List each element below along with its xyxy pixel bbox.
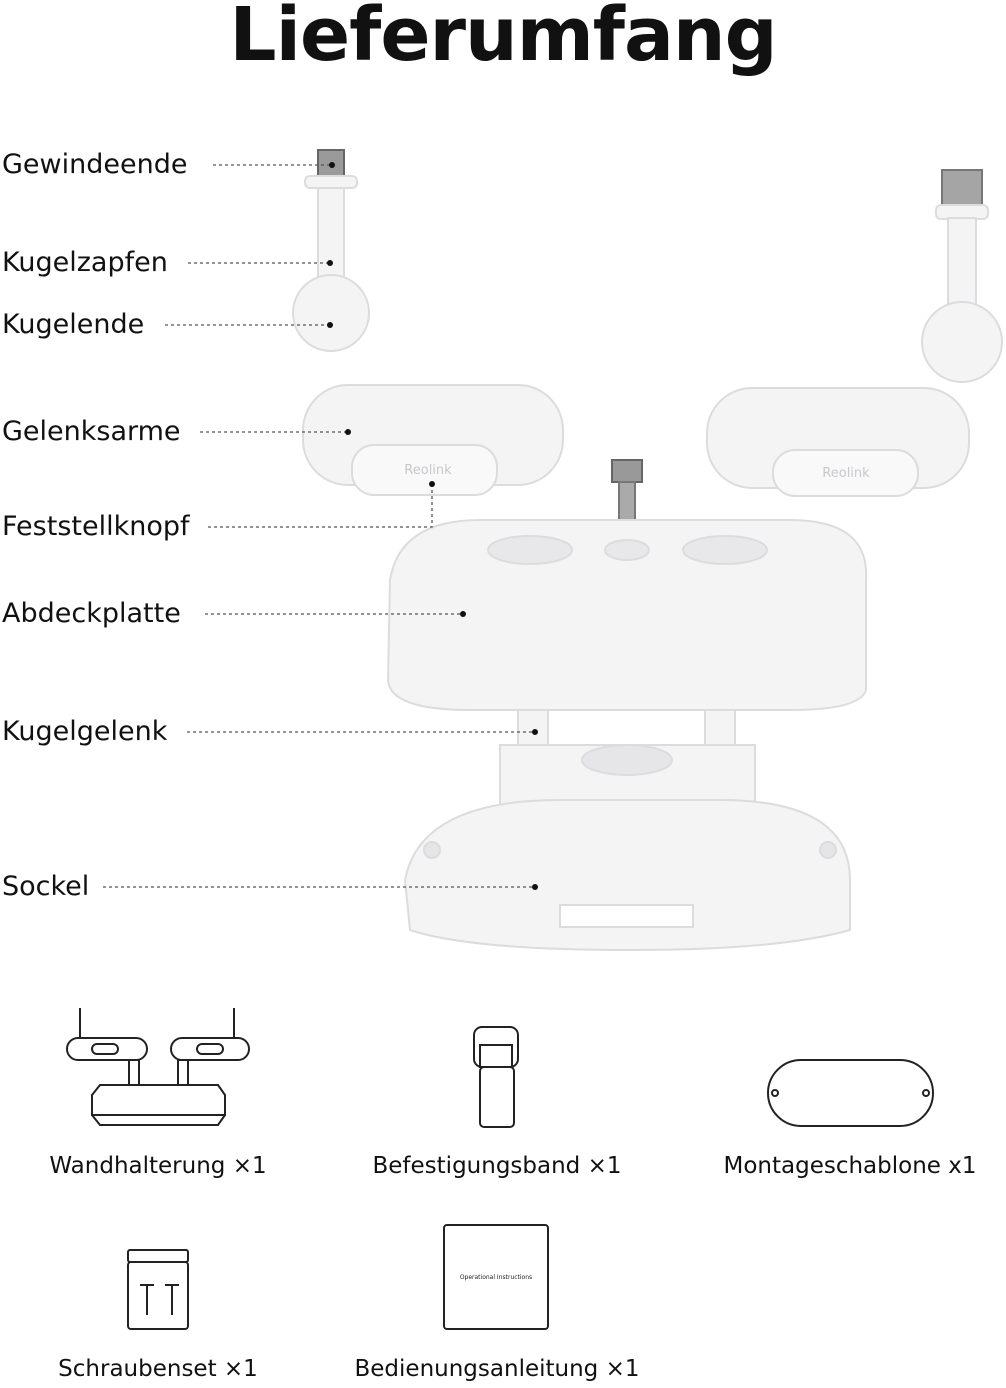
label-sockel: Sockel <box>2 871 90 902</box>
manual-icon <box>443 1224 549 1330</box>
wall-mount-icon <box>66 1008 250 1126</box>
label-kugelzapfen: Kugelzapfen <box>2 247 168 278</box>
caption-befestigungsband: Befestigungsband ×1 <box>372 1153 622 1179</box>
brand-mark-left: Reolink <box>404 463 452 478</box>
label-feststellknopf: Feststellknopf <box>2 511 190 542</box>
strap-icon <box>473 1026 519 1128</box>
caption-wandhalterung: Wandhalterung ×1 <box>49 1153 267 1179</box>
leader-lines <box>103 164 535 888</box>
template-icon <box>767 1059 934 1127</box>
label-abdeckplatte: Abdeckplatte <box>2 598 181 629</box>
page-title: Lieferumfang <box>229 0 777 78</box>
label-kugelende: Kugelende <box>2 309 145 340</box>
screw-set-icon <box>127 1249 189 1330</box>
label-gewindeende: Gewindeende <box>2 149 188 180</box>
ball-stud-right <box>921 169 1003 383</box>
label-gelenksarme: Gelenksarme <box>2 416 181 447</box>
brand-mark-right: Reolink <box>822 466 870 481</box>
caption-schraubenset: Schraubenset ×1 <box>58 1356 258 1382</box>
ball-stud-left <box>292 149 370 352</box>
caption-bedienungsanleitung: Bedienungsanleitung ×1 <box>354 1356 640 1382</box>
label-kugelgelenk: Kugelgelenk <box>2 716 168 747</box>
caption-montageschablone: Montageschablone x1 <box>723 1153 977 1179</box>
manual-cover-text: Operational Instructions <box>460 1274 532 1281</box>
